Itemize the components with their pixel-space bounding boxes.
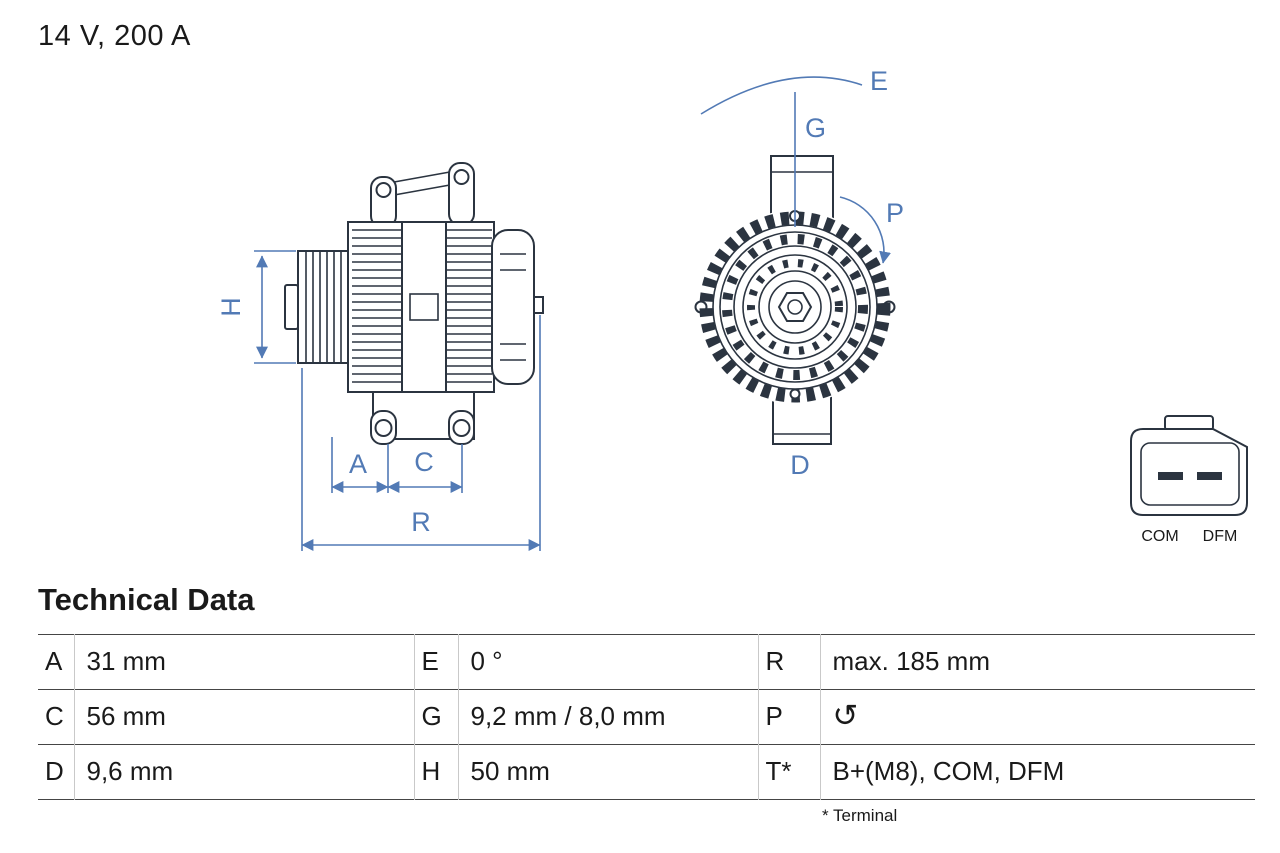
front-view-dimension-lines: E G P D — [700, 66, 904, 480]
dimension-label-r: R — [411, 507, 431, 537]
technical-data-heading: Technical Data — [38, 582, 255, 617]
dimension-label-p: P — [886, 198, 904, 228]
spec-value: 9,6 mm — [73, 744, 414, 800]
alternator-side-view — [284, 162, 544, 445]
connector-label-dfm: DFM — [1203, 528, 1238, 545]
connector-label-com: COM — [1141, 528, 1178, 545]
spec-key: D — [45, 756, 64, 787]
table-row: C 56 mm G 9,2 mm / 8,0 mm P ↺ — [38, 689, 1255, 745]
dimension-label-d: D — [790, 450, 810, 480]
terminal-footnote: * Terminal — [822, 805, 898, 825]
connector-plug-icon: COM DFM — [1130, 415, 1248, 545]
dimension-label-h: H — [216, 297, 246, 317]
spec-key: T* — [757, 744, 820, 800]
spec-value: 9,2 mm / 8,0 mm — [457, 689, 758, 745]
spec-key: G — [413, 689, 458, 745]
table-row: A 31 mm E 0 ° R max. 185 mm — [38, 634, 1255, 690]
dimension-label-c: C — [414, 447, 434, 477]
table-row: D 9,6 mm H 50 mm T* B+(M8), COM, DFM — [38, 744, 1255, 800]
side-view-dimension-lines: H A C R — [216, 250, 541, 551]
spec-value: 0 ° — [457, 634, 758, 690]
technical-data-table: A 31 mm E 0 ° R max. 185 mm C 56 mm G 9,… — [38, 633, 1255, 800]
spec-value: 31 mm — [73, 634, 414, 690]
dimension-label-e: E — [870, 66, 888, 96]
alternator-technical-drawing: H A C R — [216, 66, 1248, 551]
dimension-label-a: A — [349, 449, 367, 479]
technical-data-section: Technical Data A 31 mm E 0 ° R max. 185 … — [38, 582, 1255, 826]
alternator-front-view — [694, 155, 896, 445]
spec-key: C — [45, 701, 64, 732]
product-rating-title: 14 V, 200 A — [38, 20, 191, 52]
spec-value: max. 185 mm — [819, 634, 1255, 690]
spec-key: A — [45, 646, 63, 677]
spec-value: B+(M8), COM, DFM — [819, 744, 1255, 800]
spec-key: P — [757, 689, 820, 745]
spec-value: 56 mm — [73, 689, 414, 745]
spec-key: R — [757, 634, 820, 690]
rotation-ccw-icon: ↺ — [832, 697, 859, 734]
spec-key: E — [413, 634, 458, 690]
spec-value: ↺ — [819, 689, 1255, 745]
spec-value: 50 mm — [457, 744, 758, 800]
spec-key: H — [413, 744, 458, 800]
dimension-label-g: G — [805, 113, 826, 143]
